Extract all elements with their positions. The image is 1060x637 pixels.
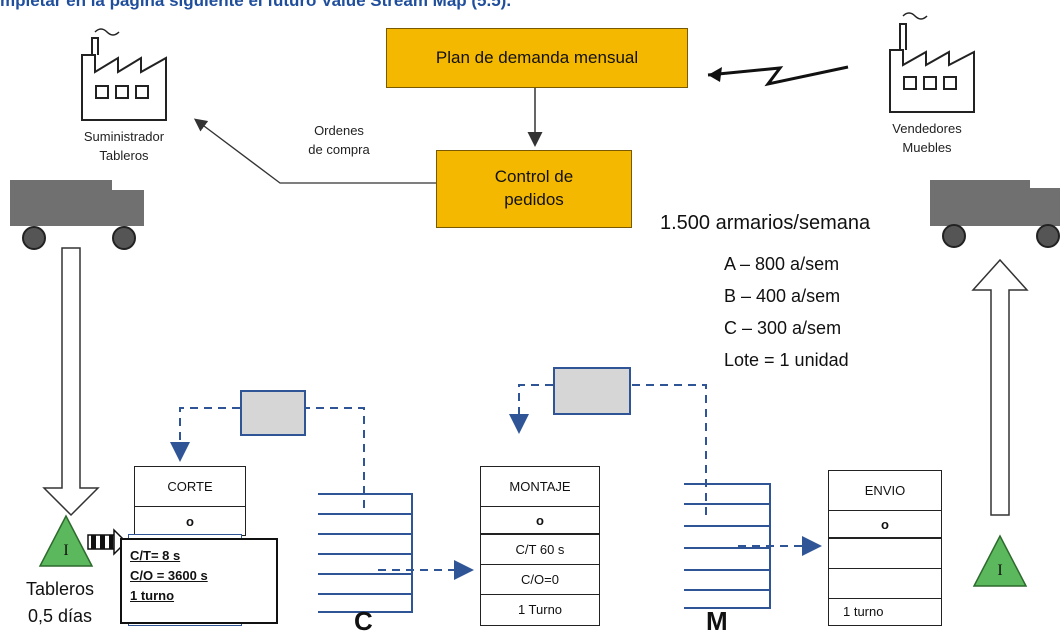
demand-b: B – 400 a/sem xyxy=(724,286,841,306)
kanban-card-montaje xyxy=(553,367,631,415)
process-montaje-title: MONTAJE xyxy=(481,467,599,507)
process-corte: CORTE o xyxy=(134,466,246,536)
process-montaje-operator: o xyxy=(481,507,599,535)
push-arrow-icon xyxy=(87,528,128,556)
process-envio-blank-2 xyxy=(829,569,941,599)
supermarket-c-label: C xyxy=(354,606,373,636)
customer-truck-icon xyxy=(930,180,1060,248)
page-heading: mpletar en la página siguiente el futuro… xyxy=(0,0,512,10)
supplier-truck-icon xyxy=(10,180,144,250)
control-pedidos-line-1: Control de xyxy=(494,167,574,187)
process-envio-turno: 1 turno xyxy=(843,603,884,619)
process-montaje-turno: 1 Turno xyxy=(517,601,563,617)
ordenes-label: Ordenes de compra xyxy=(294,122,384,160)
supplier-line-2: Tableros xyxy=(99,147,149,163)
process-montaje-co: C/O=0 xyxy=(481,565,599,595)
process-corte-title: CORTE xyxy=(135,467,245,507)
process-envio-operator: o xyxy=(829,511,941,539)
control-pedidos-line-2: pedidos xyxy=(504,190,564,209)
plan-demanda-label: Plan de demanda mensual xyxy=(435,47,639,67)
demand-a: A – 800 a/sem xyxy=(724,254,840,274)
kanban-card-corte xyxy=(240,390,306,436)
demand-total: 1.500 armarios/semana xyxy=(660,212,871,234)
control-pedidos-box: Control de pedidos xyxy=(436,150,632,228)
corte-info-box: C/T= 8 s C/O = 3600 s 1 turno xyxy=(120,538,278,624)
corte-turno: 1 turno xyxy=(130,588,175,604)
supplier-label: Suministrador Tableros xyxy=(62,128,186,166)
ordenes-line-2: de compra xyxy=(308,141,370,157)
plan-demanda-box: Plan de demanda mensual xyxy=(386,28,688,88)
process-corte-operator: o xyxy=(186,513,194,529)
tableros-label: Tableros 0,5 días xyxy=(26,576,94,630)
ordenes-arrow xyxy=(193,118,436,184)
supermarket-c-icon xyxy=(318,493,413,613)
electronic-info-arrow xyxy=(707,65,849,87)
process-montaje-ct: C/T 60 s xyxy=(481,535,599,565)
process-envio: ENVIO o 1 turno xyxy=(828,470,942,626)
corte-ct: C/T= 8 s xyxy=(130,548,181,563)
process-envio-title: ENVIO xyxy=(829,471,941,511)
montaje-kanban-loop xyxy=(627,384,707,515)
customer-label: Vendedores Muebles xyxy=(872,120,982,158)
shipment-arrow-up xyxy=(971,258,1029,516)
demand-c: C – 300 a/sem xyxy=(724,318,842,338)
corte-co: C/O = 3600 s xyxy=(130,568,208,584)
inventory-triangle-customer xyxy=(972,534,1028,587)
supplier-line-1: Suministrador xyxy=(83,129,165,144)
process-montaje: MONTAJE o C/T 60 s C/O=0 1 Turno xyxy=(480,466,600,626)
tableros-line-2: 0,5 días xyxy=(28,606,93,626)
process-envio-blank-1 xyxy=(829,539,941,569)
supermarket-m-label: M xyxy=(706,606,728,636)
inventory-triangle-supplier xyxy=(38,514,94,567)
tableros-line-1: Tableros xyxy=(26,579,95,599)
customer-factory-icon xyxy=(889,12,975,113)
customer-line-2: Muebles xyxy=(902,139,952,155)
supplier-factory-icon xyxy=(81,28,167,121)
shipment-arrow-down xyxy=(42,247,100,517)
corte-kanban-loop xyxy=(302,407,365,508)
ordenes-line-1: Ordenes xyxy=(314,123,364,138)
inventory-label-supplier: I xyxy=(63,542,69,559)
demand-lote: Lote = 1 unidad xyxy=(724,350,849,370)
customer-line-1: Vendedores xyxy=(892,121,962,136)
inventory-label-customer: I xyxy=(997,562,1003,579)
